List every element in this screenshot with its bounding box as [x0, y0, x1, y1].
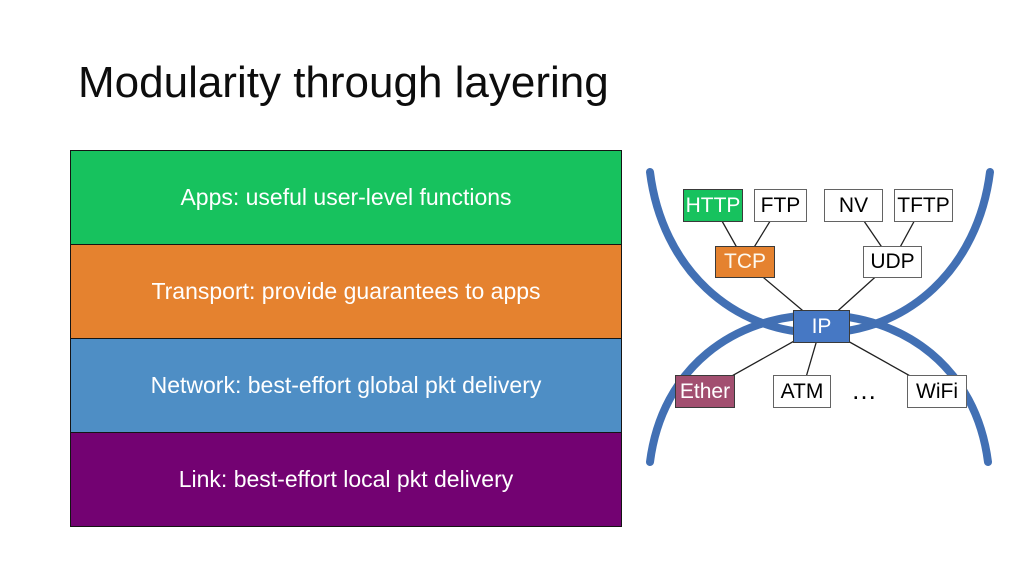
node-nv: NV	[824, 189, 883, 222]
node-ftp-label: FTP	[760, 193, 801, 217]
node-ftp: FTP	[754, 189, 807, 222]
layer-apps-label: Apps: useful user-level functions	[180, 184, 512, 210]
layer-network: Network: best-effort global pkt delivery	[70, 338, 622, 433]
node-tcp: TCP	[715, 246, 775, 278]
node-wifi: WiFi	[907, 375, 967, 408]
node-ip-label: IP	[811, 314, 832, 338]
node-tftp: TFTP	[894, 189, 953, 222]
node-ellipsis: …	[845, 374, 885, 407]
node-wifi-label: WiFi	[916, 379, 958, 403]
layer-apps: Apps: useful user-level functions	[70, 150, 622, 245]
layer-transport-label: Transport: provide guarantees to apps	[151, 278, 541, 304]
protocol-edges	[704, 204, 938, 392]
node-http: HTTP	[683, 189, 743, 222]
layer-stack: Apps: useful user-level functions Transp…	[70, 150, 622, 527]
slide-title: Modularity through layering	[78, 58, 609, 107]
layer-link: Link: best-effort local pkt delivery	[70, 432, 622, 527]
node-atm: ATM	[773, 375, 831, 408]
layer-link-label: Link: best-effort local pkt delivery	[178, 466, 514, 492]
node-ether-label: Ether	[679, 379, 731, 403]
node-atm-label: ATM	[780, 379, 824, 403]
node-tftp-label: TFTP	[897, 193, 950, 217]
node-ip: IP	[793, 310, 850, 343]
node-ellipsis-label: …	[851, 375, 879, 405]
layer-transport: Transport: provide guarantees to apps	[70, 244, 622, 339]
node-ether: Ether	[675, 375, 735, 408]
node-udp: UDP	[863, 246, 922, 278]
node-nv-label: NV	[838, 193, 869, 217]
node-udp-label: UDP	[870, 250, 915, 273]
node-http-label: HTTP	[685, 193, 741, 217]
layer-network-label: Network: best-effort global pkt delivery	[150, 372, 542, 398]
node-tcp-label: TCP	[724, 250, 766, 273]
